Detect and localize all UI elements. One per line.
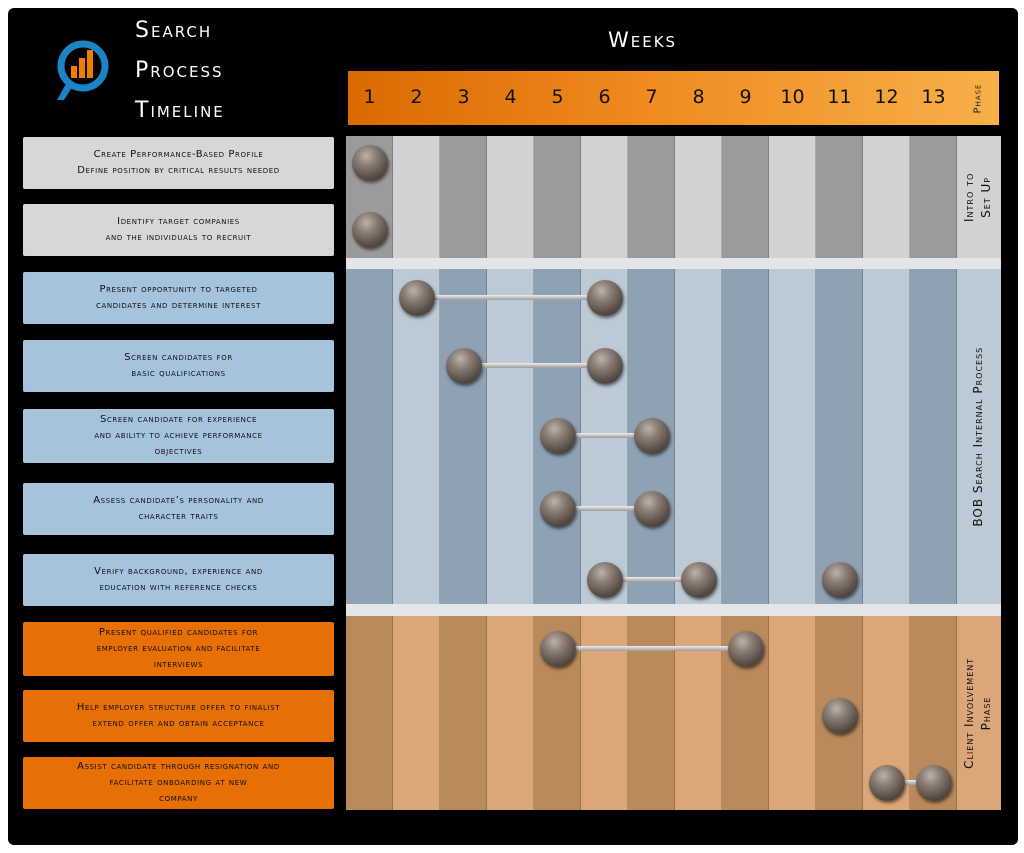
client-week-column-1 xyxy=(346,616,393,810)
task-duration-bar xyxy=(463,363,605,368)
internal-week-column-8 xyxy=(675,269,722,604)
phase-label-internal: BOB Search Internal Process xyxy=(957,269,1001,604)
week-7: 7 xyxy=(645,86,658,108)
task-label-8: Present qualified candidates for employe… xyxy=(23,622,334,676)
task-label-4: Screen candidates for basic qualificatio… xyxy=(23,340,334,392)
ball-marker-icon xyxy=(539,631,576,667)
task-label-6: Assess candidate’s personality and chara… xyxy=(23,483,334,535)
internal-week-column-11 xyxy=(816,269,863,604)
client-week-column-3 xyxy=(440,616,487,810)
internal-week-column-9 xyxy=(722,269,769,604)
week-2: 2 xyxy=(410,86,423,108)
intro-week-column-13 xyxy=(910,136,957,258)
intro-week-column-9 xyxy=(722,136,769,258)
ball-marker-icon xyxy=(586,280,623,316)
week-9: 9 xyxy=(739,86,752,108)
task-label-5: Screen candidate for experience and abil… xyxy=(23,409,334,463)
week-11: 11 xyxy=(827,86,852,108)
ball-marker-icon xyxy=(680,562,717,598)
internal-week-column-13 xyxy=(910,269,957,604)
task-label-3: Present opportunity to targeted candidat… xyxy=(23,272,334,324)
phase-separator xyxy=(346,258,1001,269)
week-1: 1 xyxy=(363,86,376,108)
ball-marker-icon xyxy=(915,765,952,801)
ball-marker-icon xyxy=(586,562,623,598)
internal-week-column-12 xyxy=(863,269,910,604)
ball-marker-icon xyxy=(539,491,576,527)
task-duration-bar xyxy=(886,780,934,785)
task-duration-bar xyxy=(604,577,699,582)
title-line-1: Search xyxy=(135,18,213,43)
intro-week-column-12 xyxy=(863,136,910,258)
ball-marker-icon xyxy=(821,562,858,598)
ball-marker-icon xyxy=(727,631,764,667)
intro-week-column-11 xyxy=(816,136,863,258)
task-label-10: Assist candidate through resignation and… xyxy=(23,757,334,809)
ball-marker-icon xyxy=(398,280,435,316)
intro-week-column-6 xyxy=(581,136,628,258)
week-5: 5 xyxy=(551,86,564,108)
intro-week-column-2 xyxy=(393,136,440,258)
weeks-title: Weeks xyxy=(608,28,678,52)
internal-week-column-2 xyxy=(393,269,440,604)
task-duration-bar xyxy=(557,646,746,651)
ball-marker-icon xyxy=(633,418,670,454)
weeks-header-bar xyxy=(348,71,999,125)
week-13: 13 xyxy=(921,86,946,108)
phase-header: Phase xyxy=(957,71,999,125)
ball-marker-icon xyxy=(351,145,388,181)
phase-header-label: Phase xyxy=(972,83,984,113)
internal-week-column-4 xyxy=(487,269,534,604)
title-line-2: Process xyxy=(135,58,224,83)
task-duration-bar xyxy=(416,295,605,300)
intro-week-column-5 xyxy=(534,136,581,258)
client-week-column-4 xyxy=(487,616,534,810)
ball-marker-icon xyxy=(586,348,623,384)
phase-separator xyxy=(346,604,1001,616)
intro-week-column-10 xyxy=(769,136,816,258)
title-line-3: Timeline xyxy=(135,98,225,123)
phase-label-text: BOB Search Internal Process xyxy=(971,346,986,527)
task-label-2: Identify target companies and the indivi… xyxy=(23,204,334,256)
week-8: 8 xyxy=(692,86,705,108)
task-duration-bar xyxy=(557,506,652,511)
task-label-1: Create Performance-Based Profile Define … xyxy=(23,137,334,189)
client-week-column-10 xyxy=(769,616,816,810)
client-week-column-2 xyxy=(393,616,440,810)
intro-week-column-7 xyxy=(628,136,675,258)
task-duration-bar xyxy=(557,433,652,438)
internal-week-column-3 xyxy=(440,269,487,604)
week-6: 6 xyxy=(598,86,611,108)
ball-marker-icon xyxy=(821,698,858,734)
ball-marker-icon xyxy=(868,765,905,801)
chart-magnifier-icon xyxy=(57,40,109,100)
ball-marker-icon xyxy=(539,418,576,454)
internal-week-column-1 xyxy=(346,269,393,604)
task-label-9: Help employer structure offer to finalis… xyxy=(23,690,334,742)
week-12: 12 xyxy=(874,86,899,108)
task-label-7: Verify background, experience and educat… xyxy=(23,554,334,606)
intro-week-column-3 xyxy=(440,136,487,258)
week-10: 10 xyxy=(780,86,805,108)
ball-marker-icon xyxy=(445,348,482,384)
ball-marker-icon xyxy=(633,491,670,527)
week-4: 4 xyxy=(504,86,517,108)
week-3: 3 xyxy=(457,86,470,108)
internal-week-column-10 xyxy=(769,269,816,604)
ball-marker-icon xyxy=(351,212,388,248)
intro-week-column-4 xyxy=(487,136,534,258)
intro-week-column-8 xyxy=(675,136,722,258)
